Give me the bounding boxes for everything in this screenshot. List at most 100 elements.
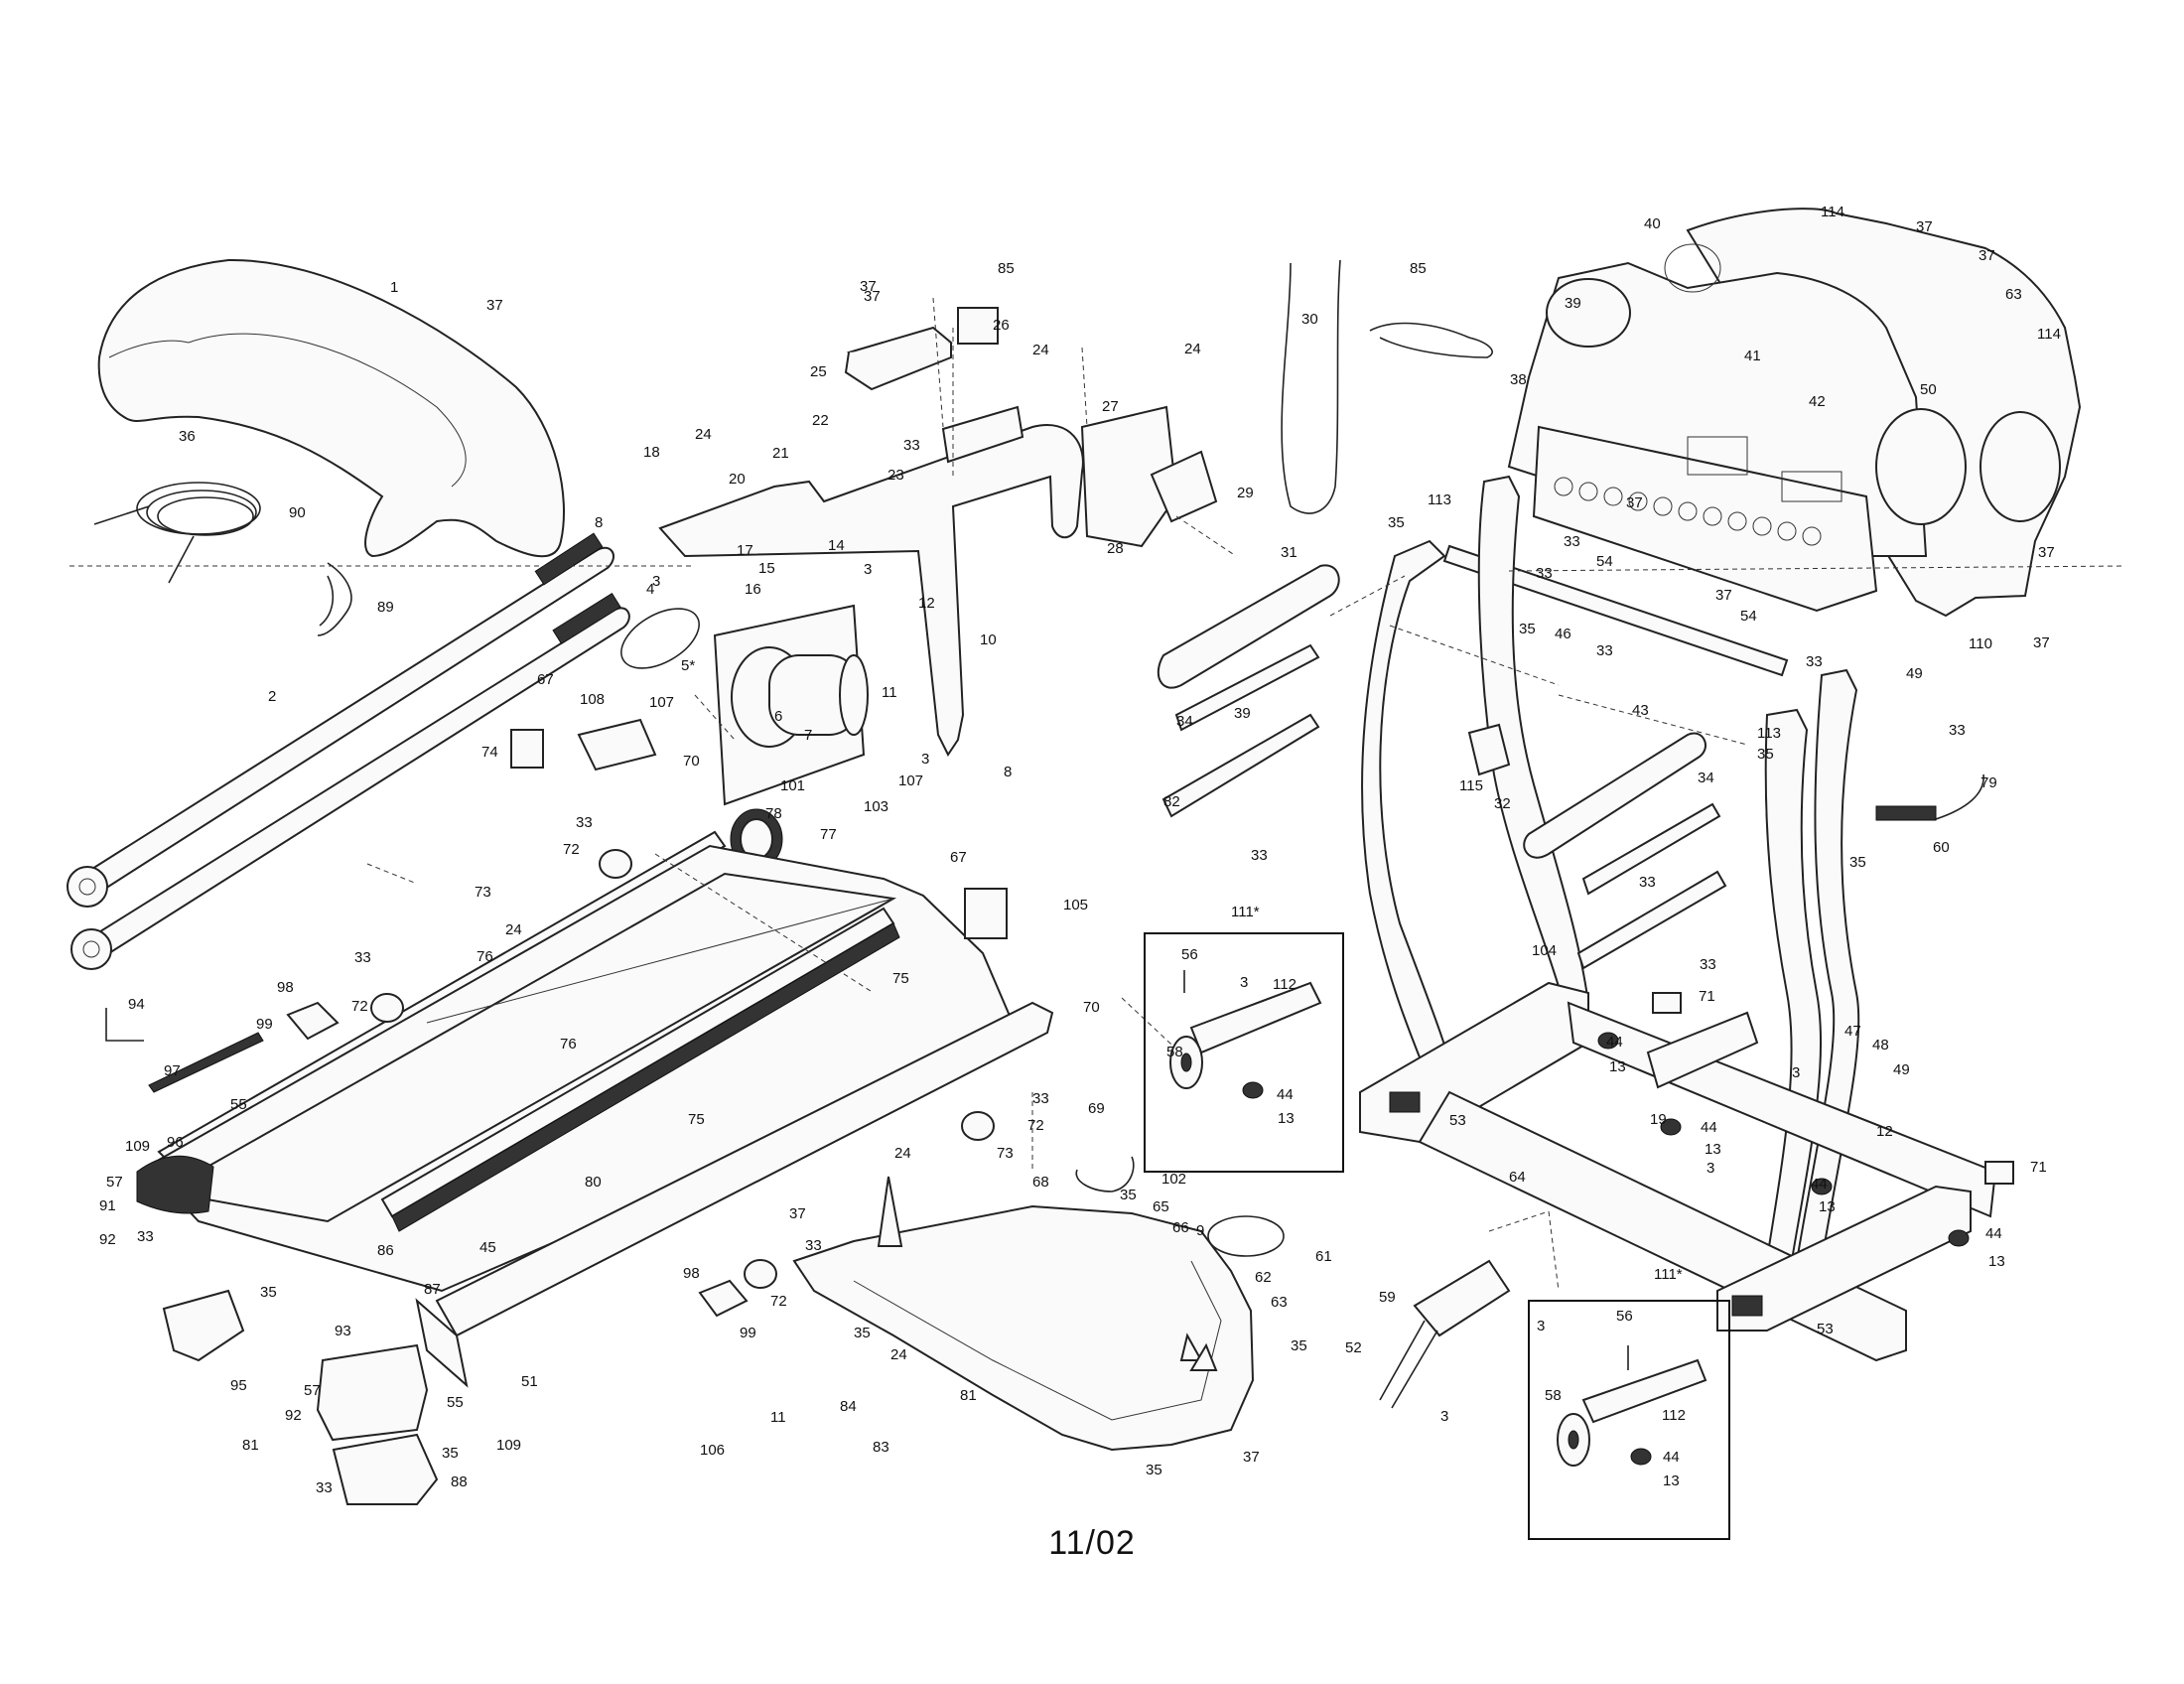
- part-callout: 67: [537, 671, 554, 688]
- part-callout: 1: [390, 279, 398, 296]
- walking-platform: [136, 830, 1015, 1293]
- part-callout: 80: [585, 1174, 602, 1191]
- inset-box-right: [1528, 1300, 1730, 1540]
- part-callout: 3: [1792, 1064, 1800, 1081]
- part-callout: 17: [737, 542, 753, 559]
- inset-left-label: 112: [1273, 976, 1297, 993]
- part-callout: 49: [1906, 665, 1923, 682]
- part-callout: 22: [812, 412, 829, 429]
- part-callout: 6: [774, 708, 782, 725]
- part-callout: 88: [451, 1474, 468, 1490]
- motor-hood: [97, 258, 565, 558]
- date-code: 11/02: [1048, 1524, 1136, 1562]
- part-callout: 34: [1698, 770, 1714, 786]
- callout-labels: 137369089218242021228317151614345*671210…: [99, 204, 2061, 1496]
- part-callout: 34: [1176, 713, 1193, 730]
- bracket-34-right: [1581, 802, 1721, 896]
- tray-95: [162, 1289, 245, 1362]
- part-callout: 35: [1291, 1337, 1307, 1354]
- part-callout: 60: [1933, 839, 1950, 856]
- part-callout: 33: [1596, 642, 1613, 659]
- part-callout: 97: [164, 1062, 181, 1079]
- part-callout: 95: [230, 1377, 247, 1394]
- part-callout: 13: [1819, 1198, 1836, 1215]
- part-callout: 15: [758, 560, 775, 577]
- part-callout: 74: [481, 744, 498, 761]
- part-callout: 33: [903, 437, 920, 454]
- wire-loop: [1281, 259, 1341, 514]
- part-callout: 72: [351, 998, 368, 1015]
- handrail-43: [1523, 732, 1706, 859]
- part-callout: 55: [447, 1394, 464, 1411]
- part-callout: 49: [1893, 1061, 1910, 1078]
- bracket-34-left: [1174, 643, 1320, 732]
- part-callout: 85: [1410, 260, 1427, 277]
- part-callout: 29: [1237, 485, 1254, 501]
- part-callout: 33: [137, 1228, 154, 1245]
- small-cable: [1369, 322, 1493, 358]
- part-callout: 37: [1243, 1449, 1260, 1466]
- part-callout: 35: [1388, 514, 1405, 531]
- electronics-brackets: [844, 307, 1218, 548]
- center-rail-groove: [391, 922, 900, 1232]
- part-callout: 12: [918, 595, 935, 612]
- part-callout: 35: [1757, 746, 1774, 763]
- part-callout: 35: [1519, 621, 1536, 637]
- part-callout: 103: [864, 798, 888, 815]
- part-callout: 107: [898, 772, 923, 789]
- inset-right-labels: 3 56 58 112 44 13: [1537, 1308, 1686, 1489]
- base-frame: [1359, 981, 1997, 1362]
- drive-belt: [620, 608, 700, 669]
- part-callout: 54: [1596, 553, 1613, 570]
- roller-72-d: [744, 1259, 777, 1289]
- inset-right-label: 56: [1616, 1308, 1633, 1325]
- part-callout: 96: [167, 1134, 184, 1151]
- part-callout: 37: [864, 288, 881, 305]
- part-callout: 37: [1916, 218, 1933, 235]
- part-callout: 24: [1184, 341, 1201, 357]
- part-callout: 36: [179, 428, 196, 445]
- part-callout: 35: [442, 1445, 459, 1462]
- part-callout: 44: [1606, 1034, 1623, 1051]
- part-callout: 63: [2005, 286, 2022, 303]
- frame-rail: [415, 1001, 1054, 1388]
- bracket-99-right: [698, 1279, 749, 1318]
- part-callout: 10: [980, 632, 997, 648]
- clamp-32: [1467, 723, 1511, 776]
- part-callout: 8: [1004, 764, 1012, 780]
- inset-right-title: 111*: [1654, 1266, 1683, 1283]
- inset-right-label: 3: [1537, 1318, 1545, 1334]
- part-callout: 98: [277, 979, 294, 996]
- roller-72-b: [370, 993, 404, 1023]
- part-callout: 43: [1632, 702, 1649, 719]
- part-callout: 77: [820, 826, 837, 843]
- part-callout: 81: [960, 1387, 977, 1404]
- plug-60: [1875, 805, 1937, 821]
- part-callout: 3: [1440, 1408, 1448, 1425]
- part-callout: 48: [1872, 1037, 1889, 1053]
- console-assembly: [1507, 208, 2082, 618]
- guide-lines: [69, 297, 2125, 1292]
- part-callout: 114: [1821, 204, 1844, 220]
- block-105: [964, 888, 1008, 939]
- part-callout: 99: [740, 1325, 756, 1341]
- part-callout: 105: [1063, 897, 1088, 913]
- part-callout: 70: [683, 753, 700, 770]
- part-callout: 102: [1161, 1171, 1186, 1188]
- part-callout: 12: [1876, 1123, 1893, 1140]
- part-callout: 2: [268, 688, 276, 705]
- part-callout: 91: [99, 1197, 116, 1214]
- part-callout: 35: [1849, 854, 1866, 871]
- part-callout: 109: [496, 1437, 521, 1454]
- part-callout: 71: [1699, 988, 1715, 1005]
- part-callout: 39: [1565, 295, 1581, 312]
- inset-left-label: 3: [1240, 974, 1248, 991]
- part-callout: 86: [377, 1242, 394, 1259]
- part-callout: 101: [780, 777, 805, 794]
- part-callout: 75: [892, 970, 909, 987]
- part-callout: 47: [1844, 1023, 1861, 1040]
- part-callout: 63: [1271, 1294, 1288, 1311]
- part-callout: 45: [479, 1239, 496, 1256]
- part-callout: 33: [1639, 874, 1656, 891]
- strip-97: [148, 1032, 264, 1093]
